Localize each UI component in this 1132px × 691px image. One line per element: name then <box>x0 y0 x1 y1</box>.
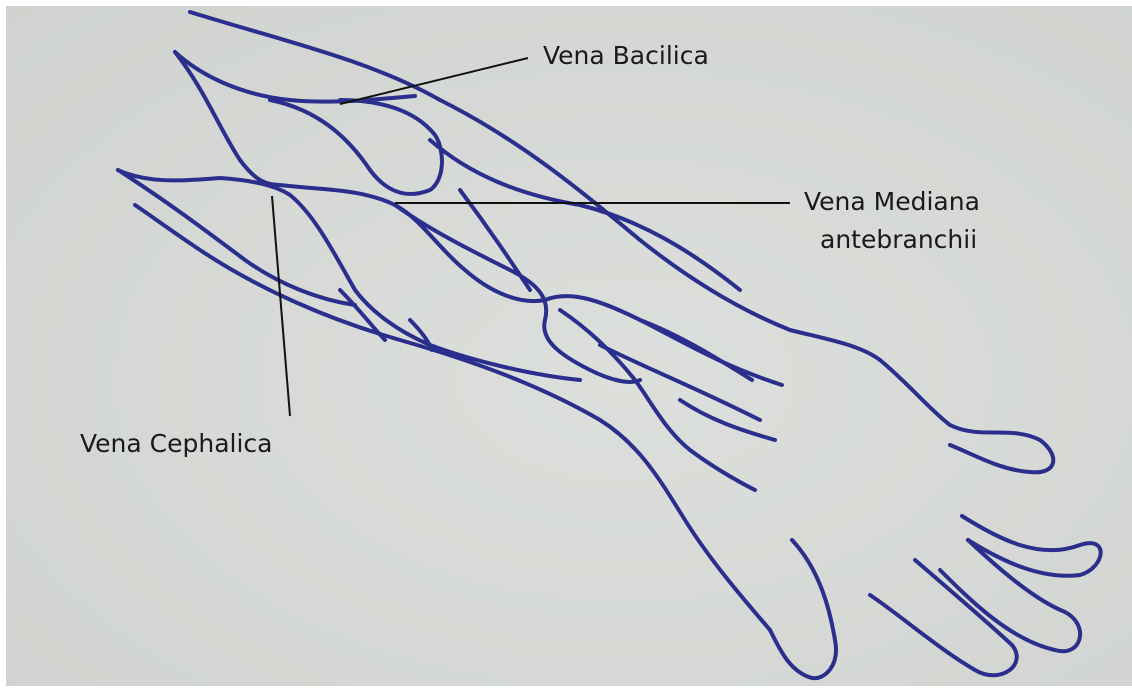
arm-vein-drawing: Vena Bacilica Vena Mediana antebranchii … <box>6 6 1132 686</box>
label-vena-basilica: Vena Bacilica <box>543 41 709 70</box>
label-vena-mediana-line2: antebranchii <box>820 225 977 254</box>
label-vena-cephalica: Vena Cephalica <box>80 429 272 458</box>
paper-background <box>6 6 1132 686</box>
label-vena-mediana-line1: Vena Mediana <box>804 187 980 216</box>
